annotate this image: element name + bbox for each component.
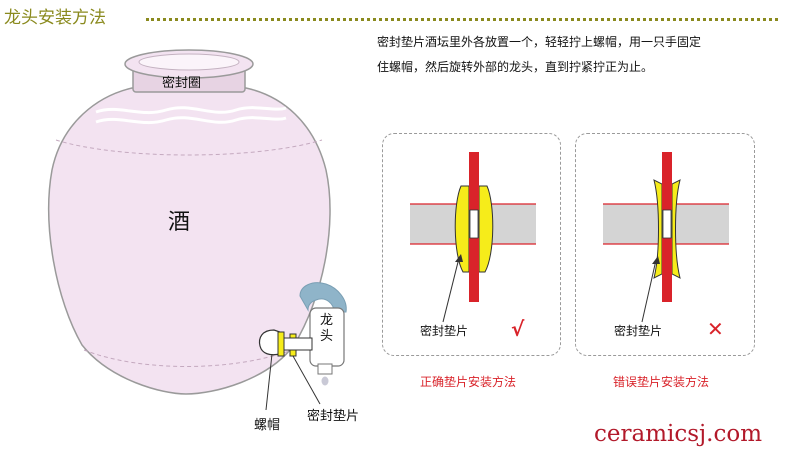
jar-illustration <box>48 49 347 411</box>
correct-method-caption: 正确垫片安装方法 <box>420 375 517 389</box>
jar-body <box>48 87 331 395</box>
tap-spout <box>317 363 333 375</box>
pipe-bottom <box>662 238 672 302</box>
gasket-left <box>653 179 663 279</box>
watermark: ceramicsj.com <box>594 421 763 447</box>
nut-leader-line <box>265 353 273 411</box>
gasket-right <box>478 185 494 273</box>
seal-ring-label: 密封圈 <box>162 76 202 91</box>
jar-rim-inner <box>138 53 240 71</box>
correct-gasket-label: 密封垫片 <box>420 324 469 338</box>
pointer-arrowhead <box>652 256 660 264</box>
pointer-arrowhead <box>455 254 463 262</box>
jar-gasket-label: 密封垫片 <box>307 409 360 424</box>
wrong-method-panel <box>575 133 755 356</box>
tap-label-line-1: 龙 <box>320 313 334 328</box>
jar-contents-label: 酒 <box>168 210 191 235</box>
pipe-gap <box>662 209 672 239</box>
pipe-top <box>662 152 672 210</box>
tap-connector <box>283 337 313 351</box>
title-dotted-rule <box>146 18 778 21</box>
jar-shoulder-line <box>55 139 323 156</box>
pipe-bottom <box>469 238 479 302</box>
tap-drop <box>321 376 329 386</box>
gasket-leader-line <box>292 355 321 405</box>
pointer-line <box>442 257 460 323</box>
check-mark-icon: √ <box>511 317 525 341</box>
pointer-line <box>641 259 657 323</box>
jar-bottom-line <box>83 349 293 367</box>
nut-label: 螺帽 <box>254 418 281 433</box>
wrong-method-diagram <box>603 152 729 323</box>
pipe-gap <box>469 209 479 239</box>
correct-method-diagram <box>410 152 536 323</box>
jar-wave-2 <box>95 116 287 125</box>
wrong-gasket-label: 密封垫片 <box>614 324 663 338</box>
instructions-text: 密封垫片酒坛里外各放置一个，轻轻拧上螺帽，用一只手固定住螺帽，然后旋转外部的龙头… <box>377 35 702 74</box>
gasket-left <box>454 185 470 273</box>
page-title: 龙头安装方法 <box>4 8 106 28</box>
gasket-right <box>671 179 681 279</box>
nut-shape <box>258 329 281 356</box>
wrong-method-caption: 错误垫片安装方法 <box>613 375 710 389</box>
tap-gasket-inner <box>277 331 285 357</box>
correct-method-panel <box>382 133 561 356</box>
pipe-top <box>469 152 479 210</box>
jar-wave-1 <box>95 106 287 115</box>
cross-mark-icon: ✕ <box>707 317 724 341</box>
tap-label-line-2: 头 <box>320 329 334 344</box>
